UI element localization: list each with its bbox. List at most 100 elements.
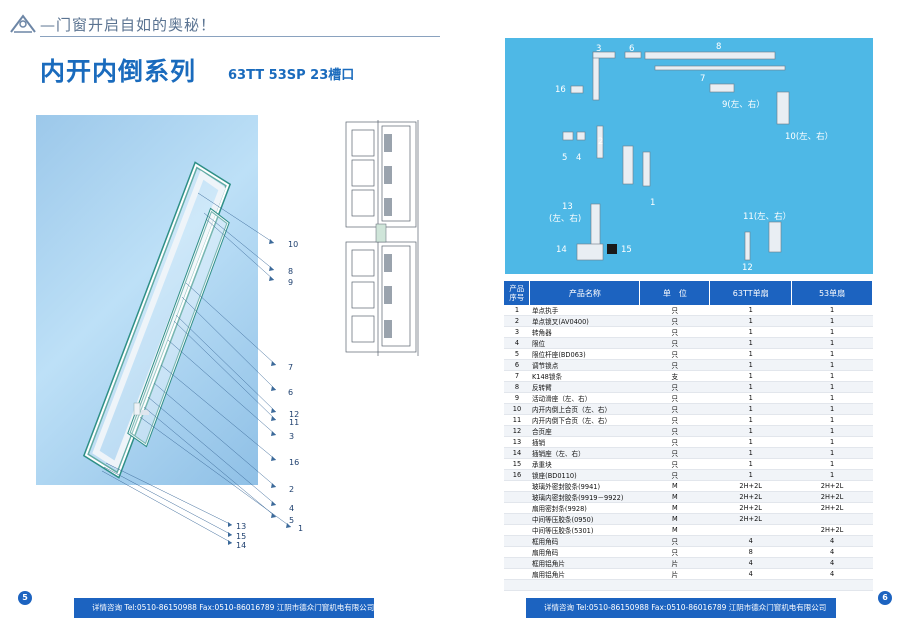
cell-53: 1 <box>791 458 873 471</box>
cell-unit: M <box>639 524 710 537</box>
callout-13: 13 <box>236 522 247 531</box>
cell-53: 1 <box>791 469 873 482</box>
cell-63tt: 1 <box>709 348 792 361</box>
cell-index <box>504 546 530 559</box>
cell-unit: 只 <box>639 425 710 438</box>
header-63tt-single: 63TT单扇 <box>709 281 793 305</box>
cell-63tt: 2H+2L <box>709 480 792 493</box>
cell-index: 7 <box>504 370 530 383</box>
callout-3: 3 <box>289 432 295 441</box>
cell-63tt: 1 <box>709 425 792 438</box>
cell-product-name: 单点锁叉(AV0400) <box>529 315 640 328</box>
parts-table-header: 产品 序号 产品名称 单 位 63TT单扇 53单扇 <box>504 281 873 305</box>
cell-63tt: 4 <box>709 557 792 570</box>
cell-product-name: 承重块 <box>529 458 640 471</box>
callout-2: 2 <box>289 485 295 494</box>
header-product-name: 产品名称 <box>529 281 641 305</box>
tilt-turn-window-illustration <box>82 161 292 545</box>
cell-index: 16 <box>504 469 530 482</box>
cell-unit: 只 <box>639 359 710 372</box>
callout-4: 4 <box>289 504 295 513</box>
cell-index: 5 <box>504 348 530 361</box>
cell-63tt: 1 <box>709 469 792 482</box>
header-index: 产品 序号 <box>504 281 531 305</box>
cell-product-name: 扇用铝角片 <box>529 568 640 581</box>
right-page-number: 6 <box>878 591 892 605</box>
cell-53: 1 <box>791 436 873 449</box>
cell-product-name <box>529 579 640 591</box>
cell-unit: 只 <box>639 305 710 317</box>
cell-unit: 只 <box>639 447 710 460</box>
cell-index: 6 <box>504 359 530 372</box>
cell-63tt: 1 <box>709 370 792 383</box>
part-label-15: 15 <box>621 245 632 255</box>
cell-53: 1 <box>791 337 873 350</box>
cell-63tt: 1 <box>709 381 792 394</box>
cell-product-name: 玻璃内密封胶条(9919－9922) <box>529 491 640 504</box>
cell-63tt: 2H+2L <box>709 513 792 526</box>
cell-unit: 只 <box>639 458 710 471</box>
cell-product-name: 转角器 <box>529 326 640 339</box>
cell-unit: 只 <box>639 414 710 427</box>
cell-63tt: 1 <box>709 359 792 372</box>
cell-index: 12 <box>504 425 530 438</box>
cell-63tt: 2H+2L <box>709 491 792 504</box>
cell-index <box>504 491 530 504</box>
cell-unit: 只 <box>639 337 710 350</box>
cell-index: 15 <box>504 458 530 471</box>
cell-53 <box>791 579 873 591</box>
cell-index <box>504 480 530 493</box>
hardware-parts-illustration <box>562 51 790 261</box>
cell-53: 1 <box>791 447 873 460</box>
cell-product-name: 内开内倒下合页（左、右） <box>529 414 640 427</box>
cell-index: 10 <box>504 403 530 416</box>
cell-63tt: 1 <box>709 326 792 339</box>
callout-6: 6 <box>288 388 294 397</box>
cell-product-name: 中间等压胶条(5301) <box>529 524 640 537</box>
cell-product-name: 框用铝角片 <box>529 557 640 570</box>
cell-53: 1 <box>791 425 873 438</box>
cell-index <box>504 513 530 526</box>
cell-product-name: 活动滑座（左、右） <box>529 392 640 405</box>
cell-unit <box>639 579 710 591</box>
cell-index <box>504 579 530 591</box>
cell-63tt: 4 <box>709 568 792 581</box>
cell-63tt <box>709 579 792 591</box>
cell-63tt: 1 <box>709 392 792 405</box>
part-label-16: 16 <box>555 85 566 95</box>
cell-unit: 只 <box>639 403 710 416</box>
callout-12: 12 <box>289 410 300 419</box>
cell-index: 2 <box>504 315 530 328</box>
callout-16: 16 <box>289 458 300 467</box>
cell-index <box>504 502 530 515</box>
cell-unit: M <box>639 480 710 493</box>
cell-53: 1 <box>791 348 873 361</box>
cell-63tt: 1 <box>709 436 792 449</box>
cell-53: 4 <box>791 546 873 559</box>
part-label-9: 9(左、右） <box>722 100 765 110</box>
cell-product-name: 中间等压胶条(0950) <box>529 513 640 526</box>
part-label-4: 4 <box>576 153 582 163</box>
cell-unit: 只 <box>639 546 710 559</box>
table-row <box>504 579 873 591</box>
callout-15: 15 <box>236 532 247 541</box>
cell-53: 1 <box>791 315 873 328</box>
part-label-2: 2 <box>598 137 604 147</box>
cell-63tt: 1 <box>709 315 792 328</box>
cell-63tt: 2H+2L <box>709 502 792 515</box>
part-label-7: 7 <box>700 74 706 84</box>
cell-unit: 只 <box>639 381 710 394</box>
